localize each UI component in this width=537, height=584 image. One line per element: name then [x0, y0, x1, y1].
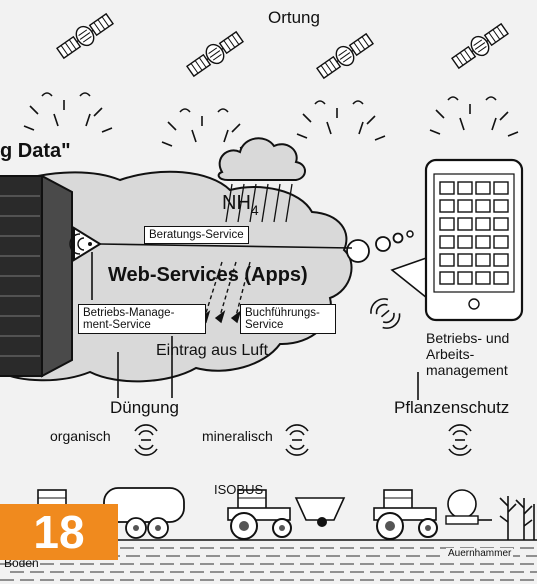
slurry-tanker: [96, 487, 185, 539]
ortung-label: Ortung: [268, 8, 320, 27]
tablet-icon: [390, 158, 524, 322]
server-rack-icon: [0, 174, 73, 378]
signal-waves-3: [296, 100, 386, 141]
satellite-icon-4: [448, 19, 512, 73]
duengung-label: Düngung: [110, 398, 180, 417]
satellite-icon-3: [313, 29, 377, 83]
bubble-2: [375, 236, 391, 252]
pflanzenschutz-label: Pflanzenschutz: [394, 398, 510, 417]
buchfuehrung-line-1: Buchführungs-: [245, 307, 320, 319]
bubble-3: [392, 232, 404, 244]
beratungs-service-box: Beratungs-Service: [144, 226, 249, 244]
wireless-signal-icon-pflanzenschutz: [448, 424, 472, 456]
wireless-signal-icon-mineralisch: [285, 424, 309, 456]
wireless-signal-icon-organisch: [134, 424, 158, 456]
cloud-rain-icon: [217, 137, 306, 223]
signal-waves-2: [161, 108, 251, 149]
spreader: [294, 497, 346, 527]
mineralisch-label: mineralisch: [202, 428, 273, 444]
signal-waves-4: [429, 96, 519, 137]
tractor-icon-2: [227, 489, 292, 540]
betriebs-line-1: Betriebs-Manage-: [83, 307, 175, 319]
buchfuehrungs-service-box: Buchführungs- Service: [240, 304, 336, 334]
credit-label: Auernhammer: [446, 548, 514, 559]
organisch-label: organisch: [50, 428, 111, 444]
nh4-label: NH4: [222, 192, 259, 218]
nh-subscript: 4: [250, 202, 259, 218]
page-number-badge: 18: [0, 504, 118, 560]
management-line-2: Arbeits-: [426, 346, 475, 362]
betriebs-line-2: ment-Service: [83, 319, 151, 331]
management-line-1: Betriebs- und: [426, 330, 510, 346]
big-data-label: g Data": [0, 140, 71, 162]
wireless-signal-icon-tablet: [366, 294, 405, 333]
plant-icon: [499, 496, 535, 540]
betriebs-management-service-box: Betriebs-Manage- ment-Service: [78, 304, 206, 334]
management-label: Betriebs- und Arbeits- management: [426, 330, 509, 378]
isobus-label: ISOBUS: [214, 482, 264, 497]
satellite-icon-2: [183, 27, 247, 81]
management-line-3: management: [426, 362, 508, 378]
signal-waves-1: [23, 92, 113, 133]
antenna-icon: [69, 226, 102, 262]
buchfuehrung-line-2: Service: [245, 319, 284, 331]
sprayer: [445, 489, 492, 525]
eintrag-label: Eintrag aus Luft: [156, 342, 269, 359]
bubble-1: [346, 239, 370, 263]
tractor-icon-3: [373, 489, 438, 540]
web-services-title: Web-Services (Apps): [108, 264, 308, 286]
nh-text: NH: [222, 192, 251, 214]
connection-lines: [91, 243, 419, 400]
bubble-4: [406, 230, 414, 238]
satellite-icon-1: [53, 9, 117, 63]
